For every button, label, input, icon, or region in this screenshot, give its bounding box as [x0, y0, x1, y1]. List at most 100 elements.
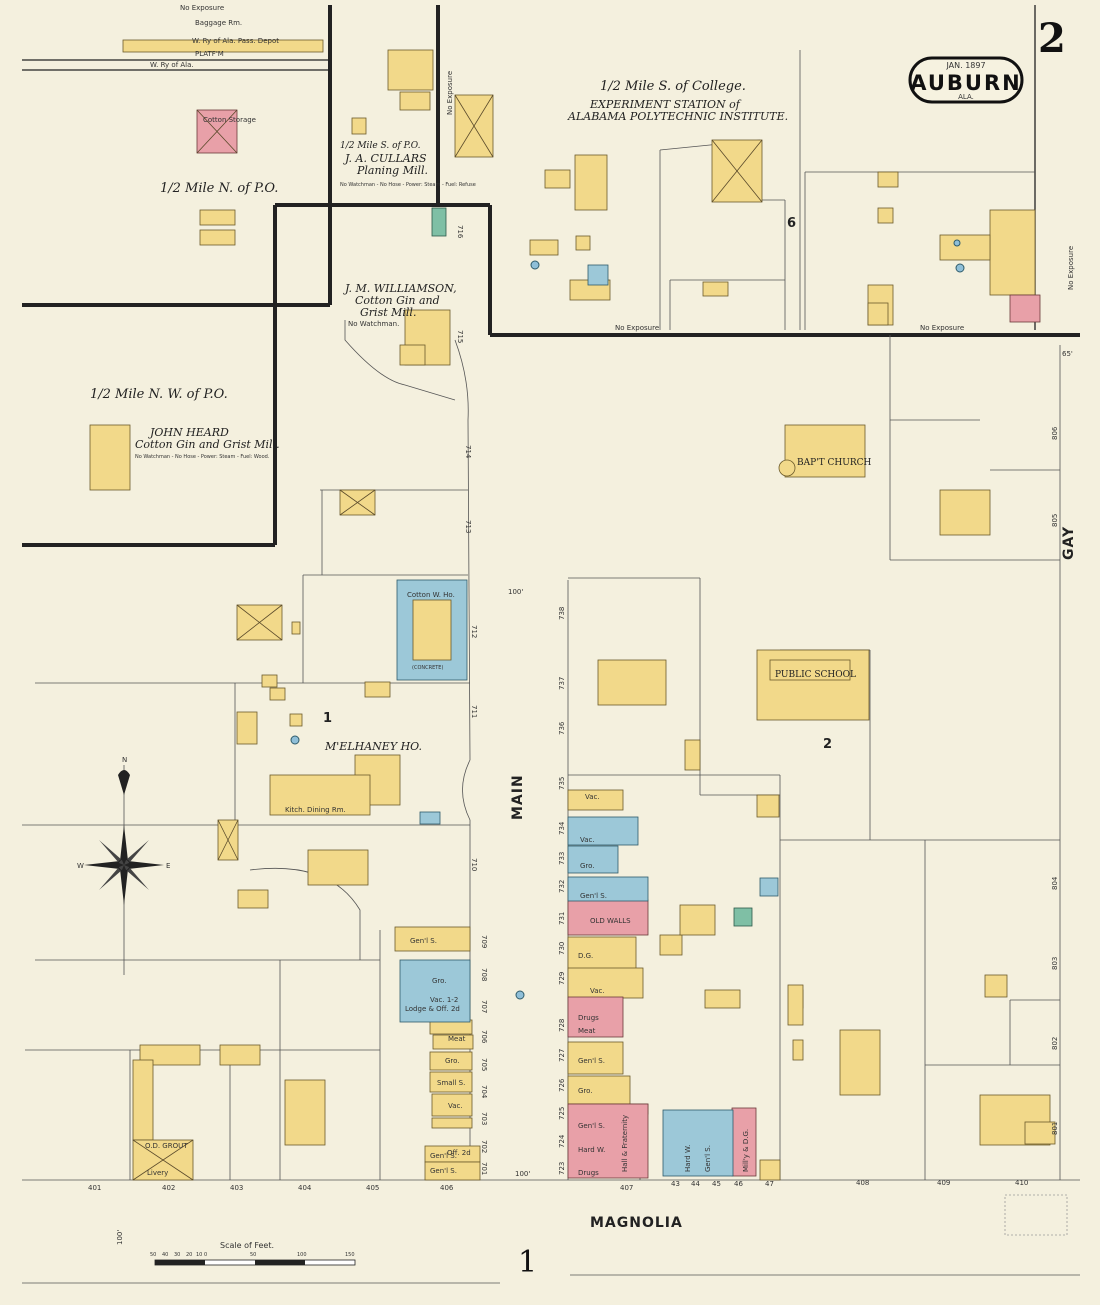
- svg-text:723: 723: [558, 1162, 566, 1175]
- rr-row-label: W. Ry of Ala.: [150, 61, 194, 69]
- gay-lot-numbers: 806 805 804 803 802 801: [1051, 426, 1059, 1135]
- williamson-name: J. M. WILLIAMSON,: [343, 282, 457, 295]
- svg-text:Off. 2d: Off. 2d: [447, 1149, 471, 1157]
- svg-text:732: 732: [558, 880, 566, 893]
- dim-100-magnolia: 100': [515, 1170, 530, 1178]
- street-main: MAIN: [510, 774, 526, 820]
- svg-text:Gro.: Gro.: [445, 1057, 460, 1065]
- svg-text:Vac.: Vac.: [590, 987, 605, 995]
- svg-text:Scale of Feet.: Scale of Feet.: [220, 1241, 274, 1250]
- compass-n: N: [122, 756, 127, 764]
- dim-100-sw: 100': [116, 1230, 124, 1245]
- svg-text:714: 714: [464, 445, 472, 459]
- svg-text:736: 736: [558, 721, 566, 735]
- svg-text:Vac.: Vac.: [580, 836, 595, 844]
- svg-text:403: 403: [230, 1184, 243, 1192]
- svg-text:704: 704: [480, 1085, 488, 1099]
- svg-text:Gen'l S.: Gen'l S.: [704, 1145, 712, 1172]
- svg-text:Vac.: Vac.: [585, 793, 600, 801]
- main-west-lot-numbers: 716 715 714 713 712 711 710 709 708 707 …: [456, 225, 488, 1175]
- town-name: AUBURN: [910, 71, 1021, 95]
- scale-bar: Scale of Feet. 50 40 30 20 10 0 50 100 1…: [150, 1241, 356, 1266]
- platform-label: PLATF'M: [195, 50, 224, 58]
- svg-text:Hard W.: Hard W.: [578, 1146, 605, 1154]
- svg-text:734: 734: [558, 821, 566, 835]
- svg-text:Gen'l S.: Gen'l S.: [430, 1152, 457, 1160]
- baggage-room: Baggage Rm.: [195, 19, 242, 27]
- green-buildings: [431, 207, 753, 927]
- svg-text:404: 404: [298, 1184, 312, 1192]
- svg-text:802: 802: [1051, 1037, 1059, 1050]
- svg-text:Lodge & Off. 2d: Lodge & Off. 2d: [405, 1005, 460, 1013]
- svg-text:804: 804: [1051, 876, 1059, 890]
- title-cartouche: AUBURN JAN. 1897 ALA.: [908, 56, 1024, 104]
- svg-text:726: 726: [558, 1078, 566, 1092]
- svg-text:402: 402: [162, 1184, 175, 1192]
- williamson-note: No Watchman.: [348, 320, 399, 328]
- svg-text:727: 727: [558, 1049, 566, 1062]
- svg-text:Gen'l S.: Gen'l S.: [580, 892, 607, 900]
- svg-text:728: 728: [558, 1019, 566, 1032]
- livery-label: Livery: [147, 1169, 168, 1177]
- inset-borders: [22, 5, 1080, 547]
- svg-text:30: 30: [174, 1252, 180, 1258]
- api-label: ALABAMA POLYTECHNIC INSTITUTE.: [567, 110, 788, 123]
- svg-text:D.G.: D.G.: [578, 952, 593, 960]
- svg-text:Meat: Meat: [448, 1035, 466, 1043]
- svg-text:Vac.: Vac.: [448, 1102, 463, 1110]
- svg-text:Drugs: Drugs: [578, 1014, 599, 1022]
- cullars-note: No Watchman - No Hose - Power: Steam - F…: [340, 182, 476, 188]
- svg-text:408: 408: [856, 1179, 869, 1187]
- svg-text:10: 10: [196, 1252, 202, 1258]
- svg-text:Gro.: Gro.: [580, 862, 595, 870]
- no-exposure-station: No Exposure: [615, 324, 659, 332]
- svg-text:737: 737: [558, 677, 566, 690]
- svg-text:410: 410: [1015, 1179, 1028, 1187]
- adjoining-sheet-number: 1: [518, 1245, 537, 1280]
- svg-text:716: 716: [456, 225, 464, 239]
- svg-text:702: 702: [480, 1140, 488, 1153]
- street-lines: [22, 50, 1080, 1284]
- street-magnolia: MAGNOLIA: [590, 1215, 683, 1231]
- compass-rose: [84, 765, 164, 975]
- svg-text:706: 706: [480, 1030, 488, 1044]
- svg-text:Gen'l S.: Gen'l S.: [410, 937, 437, 945]
- svg-text:Hard W.: Hard W.: [684, 1145, 692, 1172]
- svg-text:712: 712: [470, 625, 478, 638]
- svg-text:45: 45: [712, 1180, 721, 1188]
- svg-text:44: 44: [691, 1180, 700, 1188]
- svg-text:401: 401: [88, 1184, 101, 1192]
- svg-text:50: 50: [250, 1252, 256, 1258]
- svg-text:805: 805: [1051, 514, 1059, 527]
- planing-mill: Planing Mill.: [356, 164, 428, 177]
- no-exposure-top: No Exposure: [180, 4, 224, 12]
- svg-text:708: 708: [480, 968, 488, 981]
- block-2: 2: [823, 737, 832, 752]
- svg-text:738: 738: [558, 607, 566, 620]
- svg-text:46: 46: [734, 1180, 743, 1188]
- dim-100-main: 100': [508, 588, 523, 596]
- wells: [290, 239, 965, 1000]
- svg-text:Vac. 1-2: Vac. 1-2: [430, 996, 458, 1004]
- old-walls: OLD WALLS: [590, 917, 631, 925]
- svg-text:405: 405: [366, 1184, 379, 1192]
- svg-text:701: 701: [480, 1162, 488, 1175]
- svg-text:801: 801: [1051, 1122, 1059, 1135]
- dim-65: 65': [1062, 350, 1073, 358]
- public-school: PUBLIC SCHOOL: [775, 670, 856, 680]
- svg-text:20: 20: [186, 1252, 192, 1258]
- svg-text:735: 735: [558, 777, 566, 790]
- magnolia-lot-numbers: 401 402 403 404 405 406 407 408 409 410 …: [88, 1179, 1028, 1192]
- od-grout: O.D. GROUT: [145, 1142, 188, 1150]
- svg-text:Gro.: Gro.: [578, 1087, 593, 1095]
- svg-text:Hall & Fraternity: Hall & Fraternity: [621, 1115, 629, 1172]
- svg-text:730: 730: [558, 942, 566, 955]
- svg-text:710: 710: [470, 858, 478, 871]
- svg-text:729: 729: [558, 972, 566, 985]
- svg-text:40: 40: [162, 1252, 168, 1258]
- kitch-dining: Kitch. Dining Rm.: [285, 806, 346, 814]
- svg-text:43: 43: [671, 1180, 680, 1188]
- bapt-church: BAP'T CHURCH: [797, 458, 871, 468]
